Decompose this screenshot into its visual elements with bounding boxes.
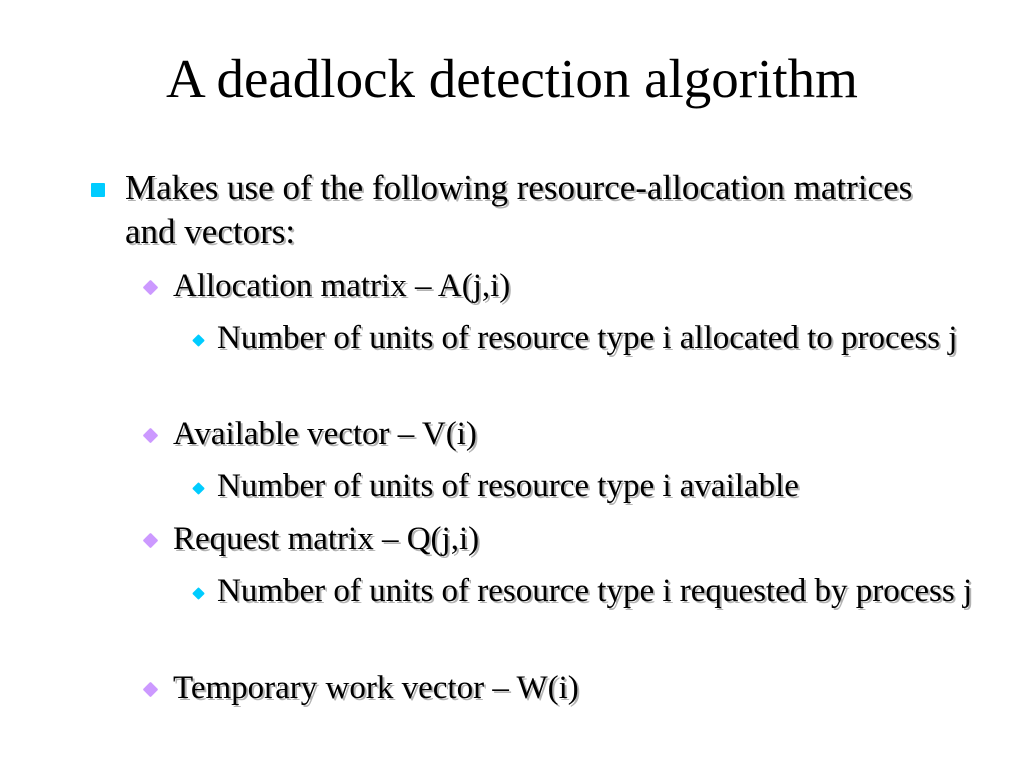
slide-title: A deadlock detection algorithm bbox=[166, 48, 858, 109]
detail-bullet-text: Number of units of resource type i alloc… bbox=[217, 320, 958, 356]
sub-bullet-text: Allocation matrix – A(j,i) bbox=[173, 268, 511, 304]
bullet-text: Makes use of the following resource-allo… bbox=[125, 168, 913, 251]
sub-bullet-text: Available vector – V(i) bbox=[173, 416, 477, 452]
sub-bullet-text: Temporary work vector – W(i) bbox=[173, 670, 579, 706]
detail-bullet-text: Number of units of resource type i reque… bbox=[217, 573, 973, 609]
sub-bullet-text: Request matrix – Q(j,i) bbox=[173, 521, 480, 557]
square-bullet-icon bbox=[91, 183, 105, 197]
diamond-bullet-icon bbox=[142, 532, 159, 549]
small-diamond-bullet-icon bbox=[192, 482, 205, 495]
diamond-bullet-icon bbox=[142, 279, 159, 296]
small-diamond-bullet-icon bbox=[192, 587, 205, 600]
diamond-bullet-icon bbox=[142, 427, 159, 444]
detail-bullet-text: Number of units of resource type i avail… bbox=[217, 468, 799, 504]
small-diamond-bullet-icon bbox=[192, 334, 205, 347]
diamond-bullet-icon bbox=[142, 681, 159, 698]
